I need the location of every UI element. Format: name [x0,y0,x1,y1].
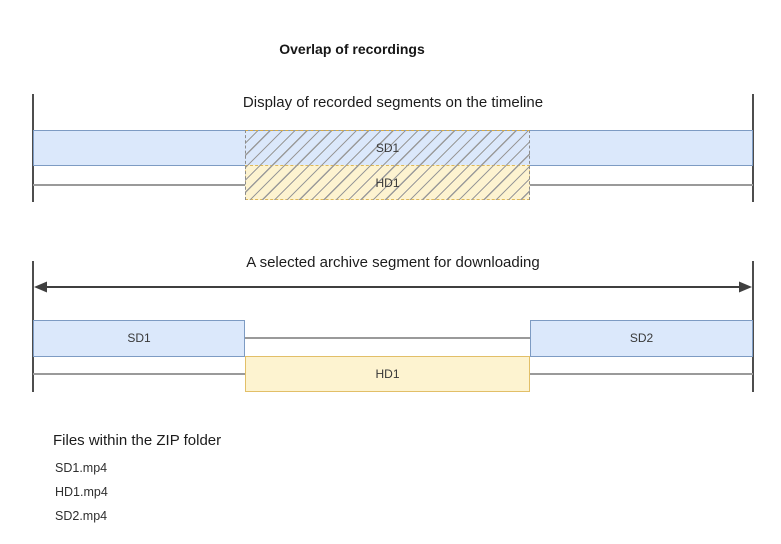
archive-caption: A selected archive segment for downloadi… [246,254,540,271]
zip-file-item: HD1.mp4 [55,485,108,499]
timeline-hd1-label: HD1 [375,176,400,190]
archive-right-tick [752,261,754,392]
timeline-sd1-label: SD1 [375,141,400,155]
archive-sd1-label: SD1 [127,331,151,345]
zip-files-heading: Files within the ZIP folder [53,432,222,449]
archive-hd1-label: HD1 [375,367,400,381]
timeline-right-tick [752,94,754,202]
archive-hd1-bar [245,356,530,392]
zip-file-item: SD1.mp4 [55,461,108,475]
overlap-hatch-region [245,130,530,200]
archive-sd1-bar [33,320,245,357]
selection-range-arrow-icon [34,281,752,293]
archive-sd-track-line [33,337,753,339]
zip-file-item: SD2.mp4 [55,509,108,523]
page-title: Overlap of recordings [279,41,425,57]
timeline-caption: Display of recorded segments on the time… [242,94,544,111]
archive-sd2-label: SD2 [629,331,654,345]
archive-sd2-bar [530,320,753,357]
